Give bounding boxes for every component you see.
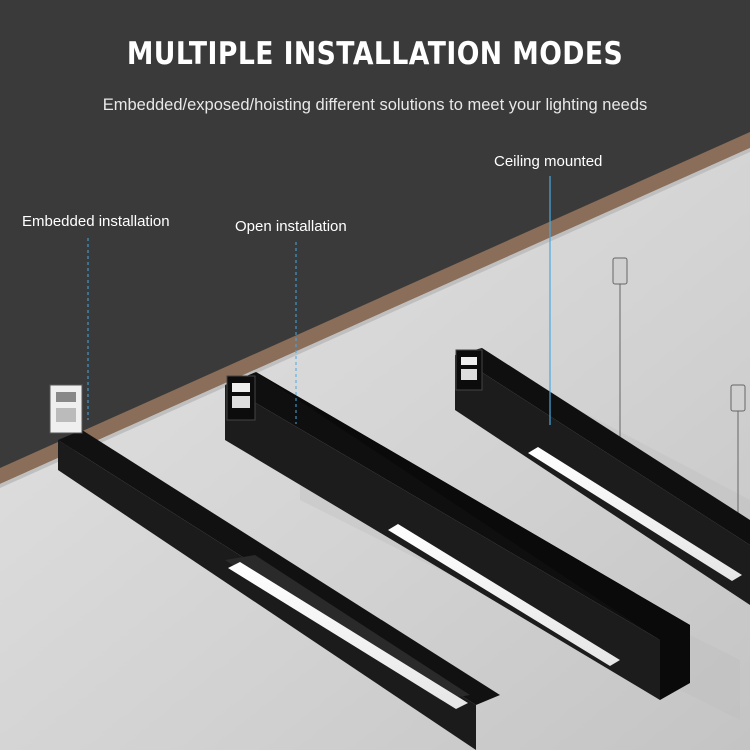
embedded-diffuser [228,562,468,709]
open-fixture [225,372,690,700]
open-diffuser [388,524,620,666]
label-embedded-installation: Embedded installation [22,213,170,230]
suspended-diffuser [528,447,742,581]
label-ceiling-mounted: Ceiling mounted [494,153,603,170]
embedded-fixture [49,384,500,750]
page-title: MULTIPLE INSTALLATION MODES [126,36,624,72]
suspended-fixture [455,257,750,605]
suspension-clip [612,257,628,285]
ceiling-wood-edge [0,132,750,484]
page-subtitle: Embedded/exposed/hoisting different solu… [102,96,648,114]
label-open-installation: Open installation [235,218,347,235]
